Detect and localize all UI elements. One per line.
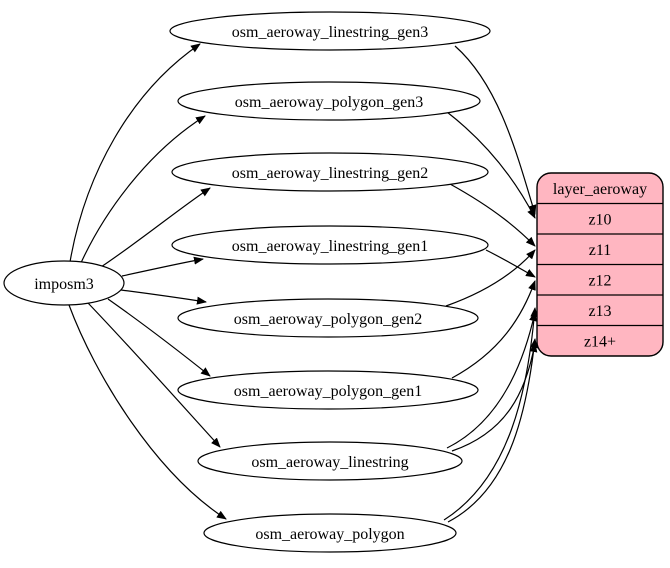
edge-osm_aeroway_linestring_gen1-z12 [485,249,536,278]
edge-osm_aeroway_linestring_gen3-z10 [454,45,537,215]
imposm3-ellipse [3,260,125,306]
node-osm_aeroway_linestring_gen2: osm_aeroway_linestring_gen2 [171,152,489,192]
layer-row-z13: z13 [588,303,611,320]
table-ellipse [177,298,479,338]
table-label: osm_aeroway_polygon_gen3 [235,94,423,111]
edge-osm_aeroway_linestring_gen2-z11 [449,183,536,247]
edge-imposm3-osm_aeroway_polygon [68,304,227,520]
edges-tables-to-layer [443,45,539,523]
edge-osm_aeroway_polygon_gen2-z11 [445,249,536,307]
layer-row-z12: z12 [588,273,611,290]
node-imposm3: imposm3 [3,260,125,306]
edge-osm_aeroway_linestring-z14 [451,342,538,452]
layer-row-z10: z10 [588,212,611,229]
node-osm_aeroway_polygon_gen1: osm_aeroway_polygon_gen1 [177,370,479,410]
imposm3-label: imposm3 [34,276,94,293]
table-label: osm_aeroway_polygon_gen1 [234,383,422,400]
edge-imposm3-osm_aeroway_polygon_gen2 [120,289,207,305]
table-ellipse [171,225,489,265]
edge-osm_aeroway_polygon_gen3-z10 [446,111,536,219]
node-layer-aeroway: layer_aeroway z10 z11 z12 z13 z14+ [536,172,664,357]
node-osm_aeroway_linestring: osm_aeroway_linestring [197,441,463,481]
node-osm_aeroway_polygon_gen2: osm_aeroway_polygon_gen2 [177,298,479,338]
node-osm_aeroway_linestring_gen3: osm_aeroway_linestring_gen3 [169,11,491,51]
layer-aeroway-title: layer_aeroway [553,181,647,198]
table-ellipse [203,513,457,553]
node-osm_aeroway_polygon_gen3: osm_aeroway_polygon_gen3 [177,81,481,121]
edge-imposm3-osm_aeroway_linestring_gen3 [69,43,201,263]
edge-osm_aeroway_polygon-z14 [447,338,538,523]
table-label: osm_aeroway_polygon [255,526,404,543]
edge-imposm3-osm_aeroway_linestring [87,302,221,448]
edge-imposm3-osm_aeroway_linestring_gen2 [97,187,211,270]
node-osm_aeroway_linestring_gen1: osm_aeroway_linestring_gen1 [171,225,489,265]
table-label: osm_aeroway_linestring [251,454,408,471]
table-label: osm_aeroway_linestring_gen3 [232,24,428,41]
layer-row-z14: z14+ [584,334,616,351]
edge-osm_aeroway_linestring-z13 [446,311,537,449]
node-osm_aeroway_polygon: osm_aeroway_polygon [203,513,457,553]
table-ellipse [171,152,489,192]
table-ellipse [177,370,479,410]
layer-row-z11: z11 [589,242,612,259]
edges-source-to-tables [68,43,227,520]
edge-osm_aeroway_polygon_gen1-z12 [451,280,536,379]
edge-imposm3-osm_aeroway_polygon_gen3 [79,115,206,266]
table-label: osm_aeroway_polygon_gen2 [234,311,422,328]
edge-imposm3-osm_aeroway_polygon_gen1 [107,298,211,377]
edge-imposm3-osm_aeroway_linestring_gen1 [121,256,204,277]
table-ellipse [197,441,463,481]
table-label: osm_aeroway_linestring_gen1 [232,238,428,255]
table-ellipse [169,11,491,51]
table-label: osm_aeroway_linestring_gen2 [232,165,428,182]
table-ellipse [177,81,481,121]
